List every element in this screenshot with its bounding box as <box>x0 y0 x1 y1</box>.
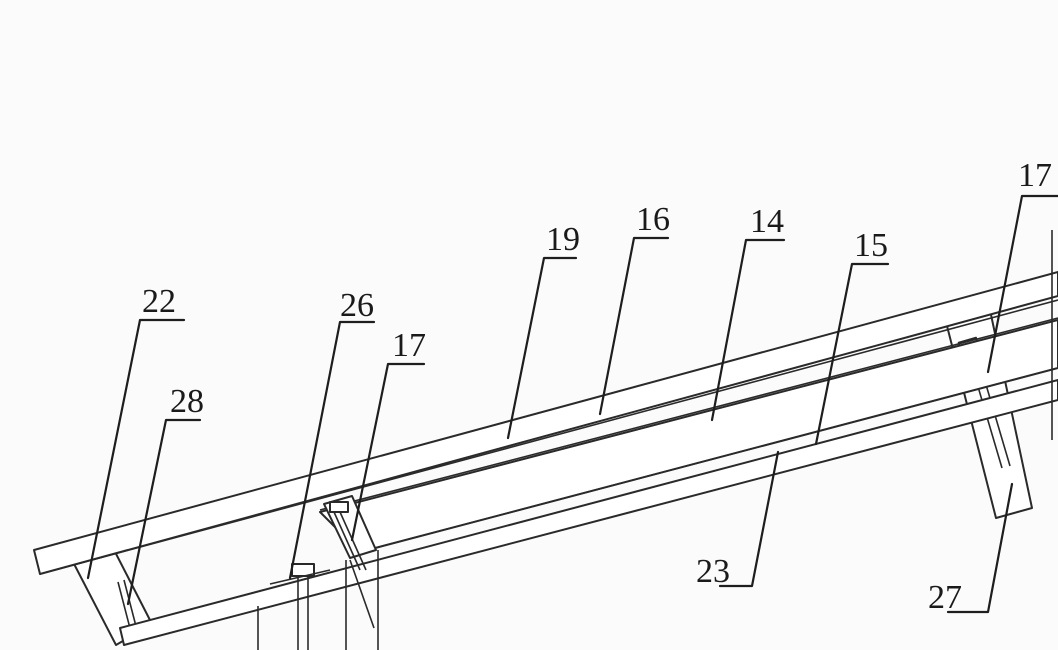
leader-22 <box>86 318 186 580</box>
middle-clamp-nut <box>329 501 349 513</box>
label-27: 27 <box>928 579 962 616</box>
leader-27 <box>946 482 1014 614</box>
label-28: 28 <box>170 383 204 420</box>
middle-clamp-wedge <box>349 559 375 629</box>
leader-15 <box>814 262 890 446</box>
leader-28 <box>126 418 202 606</box>
middle-clamp-bolt <box>333 511 361 571</box>
label-17-left: 17 <box>392 327 426 364</box>
upper-plate-inner-edge <box>319 317 1058 511</box>
label-16: 16 <box>636 201 670 238</box>
bottom-rail <box>119 379 1058 646</box>
label-17-right: 17 <box>1018 157 1052 194</box>
middle-clamp-bolt-inner <box>339 511 367 571</box>
leader-16 <box>598 236 670 416</box>
upper-plate-edge <box>39 299 1058 575</box>
leader-14 <box>710 238 786 422</box>
label-22: 22 <box>142 283 176 320</box>
label-26: 26 <box>340 287 374 324</box>
label-19: 19 <box>546 221 580 258</box>
support-washer <box>269 569 331 585</box>
leader-19 <box>506 256 578 440</box>
leader-23 <box>718 450 780 588</box>
leader-26 <box>288 320 376 580</box>
label-15: 15 <box>854 227 888 264</box>
label-23: 23 <box>696 553 730 590</box>
top-cover-strip <box>33 271 1058 575</box>
leader-17-left <box>350 362 426 542</box>
label-14: 14 <box>750 203 784 240</box>
bottom-rail-upper-edge <box>359 367 1058 553</box>
leader-17-right <box>986 194 1058 374</box>
